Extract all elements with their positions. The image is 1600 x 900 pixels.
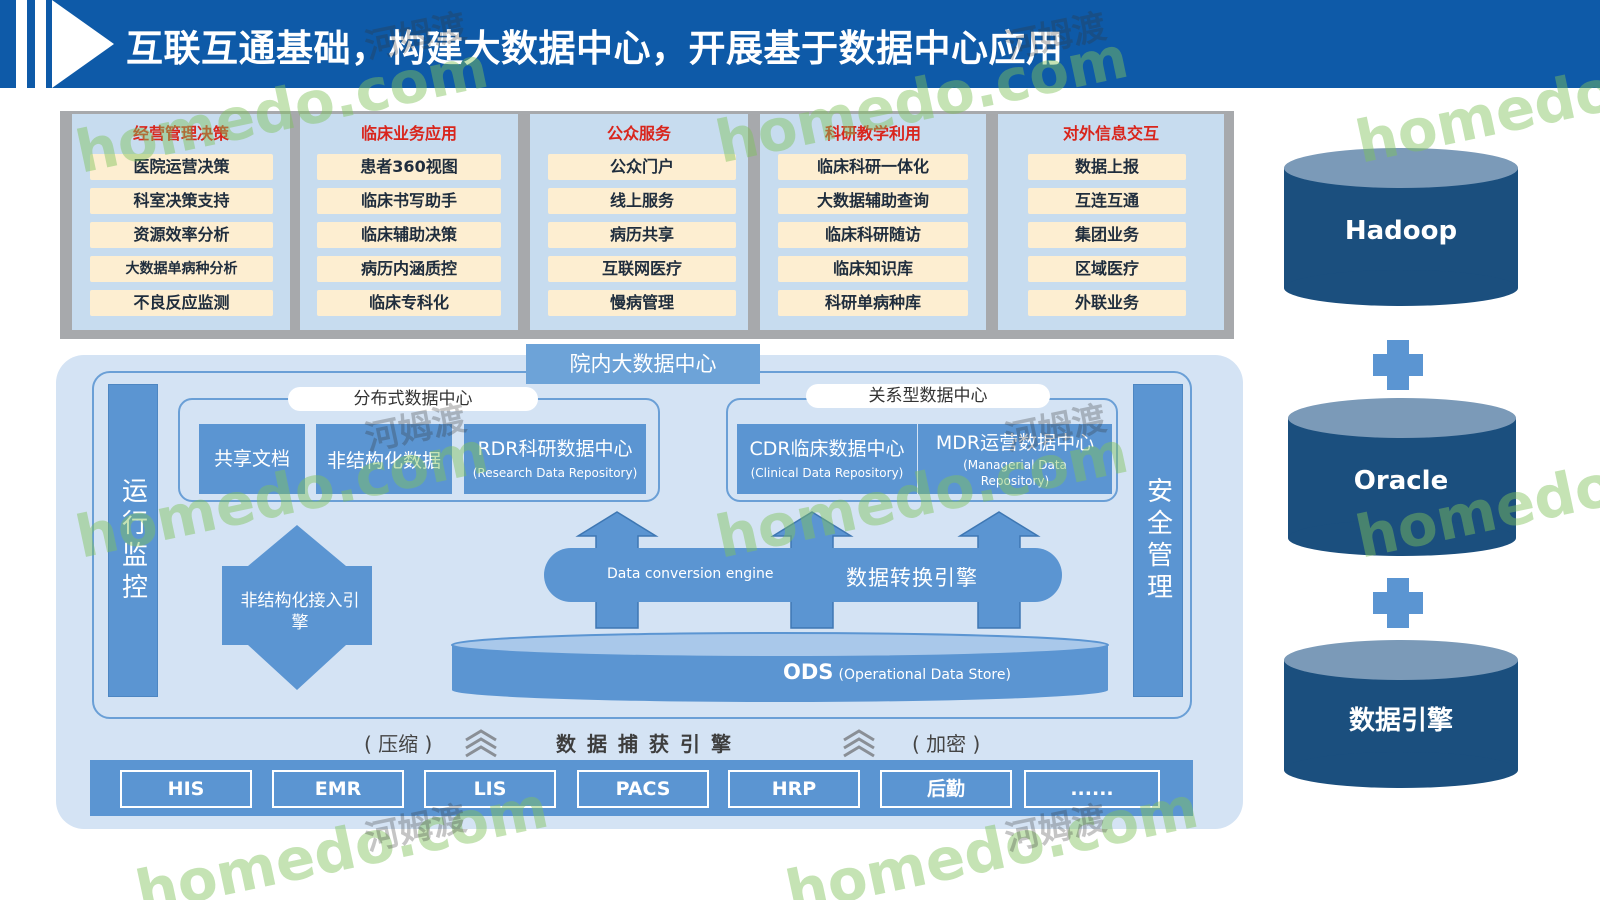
rdr-title: RDR科研数据中心 <box>477 438 633 460</box>
app-item: 病历内涵质控 <box>317 256 501 282</box>
app-column-management: 经营管理决策 医院运营决策 科室决策支持 资源效率分析 大数据单病种分析 不良反… <box>72 114 290 330</box>
app-item: 科室决策支持 <box>90 188 273 214</box>
unstructured-data-block: 非结构化数据 <box>316 424 452 494</box>
mdr-title: MDR运营数据中心 <box>935 432 1095 454</box>
data-center-title: 院内大数据中心 <box>526 344 760 384</box>
source-pacs: PACS <box>577 770 709 808</box>
encrypt-label: ( 加密 ) <box>912 732 981 756</box>
ods-main-label: ODS <box>783 660 834 684</box>
source-his: HIS <box>120 770 252 808</box>
source-logistics: 后勤 <box>880 770 1012 808</box>
app-column-title: 经营管理决策 <box>132 124 229 143</box>
runtime-monitor-bar: 运行监控 <box>108 384 158 697</box>
header-stripe <box>35 0 46 88</box>
engine-chinese-label: 数据转换引擎 <box>846 566 978 590</box>
app-item: 临床专科化 <box>317 290 501 316</box>
mdr-subtitle: (Managerial Data Repository) <box>963 458 1067 488</box>
app-item: 患者360视图 <box>317 154 501 180</box>
data-engine-label: 数据引擎 <box>1348 706 1453 736</box>
source-emr: EMR <box>272 770 404 808</box>
cdr-subtitle: (Clinical Data Repository) <box>750 466 904 480</box>
security-management-bar: 安全管理 <box>1133 384 1183 697</box>
upload-chevron-icon <box>465 729 497 758</box>
app-item: 资源效率分析 <box>90 222 273 248</box>
header-arrow-icon <box>52 0 114 88</box>
source-hrp: HRP <box>728 770 860 808</box>
app-item: 区域医疗 <box>1028 256 1186 282</box>
data-conversion-engine <box>544 548 1062 602</box>
cdr-title: CDR临床数据中心 <box>749 438 905 460</box>
oracle-label: Oracle <box>1353 466 1449 496</box>
shared-documents-label: 共享文档 <box>213 448 290 470</box>
ods-cylinder-top <box>451 632 1109 658</box>
unstructured-data-label: 非结构化数据 <box>326 450 441 472</box>
hadoop-label: Hadoop <box>1344 216 1458 246</box>
header-stripe <box>16 0 27 88</box>
app-item: 临床书写助手 <box>317 188 501 214</box>
app-column-clinical: 临床业务应用 患者360视图 临床书写助手 临床辅助决策 病历内涵质控 临床专科… <box>300 114 518 330</box>
database-hadoop <box>1284 148 1518 306</box>
mdr-block: MDR运营数据中心 (Managerial Data Repository) <box>918 424 1112 494</box>
source-more: ...... <box>1024 770 1160 808</box>
app-item: 互联网医疗 <box>548 256 736 282</box>
app-item: 不良反应监测 <box>90 290 273 316</box>
app-column-external: 对外信息交互 数据上报 互连互通 集团业务 区域医疗 外联业务 <box>998 114 1224 330</box>
ods-label: ODS (Operational Data Store) <box>783 660 1011 684</box>
plus-icon <box>1373 578 1423 628</box>
app-item: 临床知识库 <box>778 256 968 282</box>
app-column-research: 科研教学利用 临床科研一体化 大数据辅助查询 临床科研随访 临床知识库 科研单病… <box>760 114 986 330</box>
double-arrow-icon <box>222 525 372 690</box>
app-item: 临床科研随访 <box>778 222 968 248</box>
app-column-title: 临床业务应用 <box>360 124 457 143</box>
plus-icon <box>1373 340 1423 390</box>
rdr-subtitle: (Research Data Repository) <box>472 466 638 480</box>
app-column-title: 科研教学利用 <box>824 124 921 143</box>
app-item: 科研单病种库 <box>778 290 968 316</box>
app-item: 临床辅助决策 <box>317 222 501 248</box>
app-item: 公众门户 <box>548 154 736 180</box>
unstructured-access-engine-label: 非结构化接入引擎 <box>240 591 360 633</box>
app-item: 大数据单病种分析 <box>90 256 273 282</box>
shared-documents-block: 共享文档 <box>199 424 305 494</box>
app-column-title: 对外信息交互 <box>1062 124 1159 143</box>
source-lis: LIS <box>424 770 556 808</box>
engine-english-label: Data conversion engine <box>607 566 774 582</box>
app-item: 大数据辅助查询 <box>778 188 968 214</box>
app-item: 临床科研一体化 <box>778 154 968 180</box>
compress-label: ( 压缩 ) <box>364 732 433 756</box>
database-oracle <box>1288 398 1516 556</box>
rdr-block: RDR科研数据中心 (Research Data Repository) <box>464 424 646 494</box>
relational-data-center-label: 关系型数据中心 <box>806 384 1050 408</box>
distributed-data-center-label: 分布式数据中心 <box>288 387 538 411</box>
app-item: 集团业务 <box>1028 222 1186 248</box>
app-item: 互连互通 <box>1028 188 1186 214</box>
upload-chevron-icon <box>843 729 875 758</box>
data-capture-engine-label: 数据捕获引擎 <box>556 732 742 756</box>
database-engine <box>1284 640 1518 788</box>
ods-sub-label: (Operational Data Store) <box>838 667 1011 683</box>
app-item: 慢病管理 <box>548 290 736 316</box>
app-item: 数据上报 <box>1028 154 1186 180</box>
page-title: 互联互通基础，构建大数据中心，开展基于数据中心应用 <box>126 27 1064 70</box>
header-bar <box>0 0 1600 88</box>
app-item: 线上服务 <box>548 188 736 214</box>
app-item: 病历共享 <box>548 222 736 248</box>
app-item: 医院运营决策 <box>90 154 273 180</box>
app-column-public: 公众服务 公众门户 线上服务 病历共享 互联网医疗 慢病管理 <box>530 114 748 330</box>
cdr-block: CDR临床数据中心 (Clinical Data Repository) <box>737 424 917 494</box>
app-column-title: 公众服务 <box>606 124 671 143</box>
app-item: 外联业务 <box>1028 290 1186 316</box>
application-layer: 经营管理决策 医院运营决策 科室决策支持 资源效率分析 大数据单病种分析 不良反… <box>60 111 1234 339</box>
